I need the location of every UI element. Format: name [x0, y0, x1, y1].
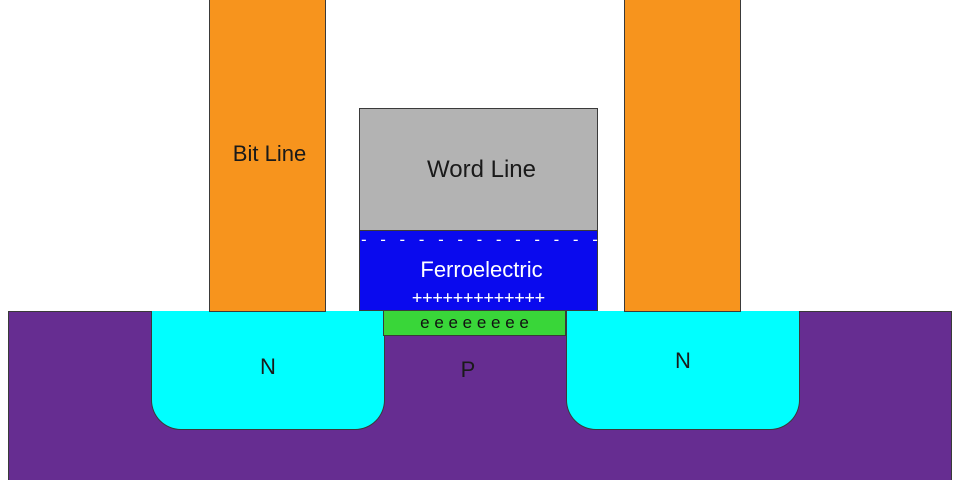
ferroelectric-label: Ferroelectric	[420, 257, 543, 282]
n-region-left-label: N	[260, 354, 276, 379]
n-region-left	[151, 311, 385, 430]
bit-line-left	[209, 0, 326, 312]
bit-line-label: Bit Line	[232, 141, 307, 166]
bit-line-right	[624, 0, 741, 312]
word-line-gate	[359, 108, 598, 231]
n-region-right-label: N	[675, 348, 691, 373]
word-line-label: Word Line	[427, 156, 536, 183]
electron-channel	[383, 310, 566, 336]
negative-charges: - - - - - - - - - - - - -	[359, 230, 600, 249]
p-substrate-label: P	[460, 357, 476, 382]
p-substrate	[8, 311, 952, 480]
n-region-right	[566, 311, 800, 430]
positive-charges: +++++++++++++	[411, 288, 546, 308]
electrons: e e e e e e e e	[420, 313, 529, 332]
